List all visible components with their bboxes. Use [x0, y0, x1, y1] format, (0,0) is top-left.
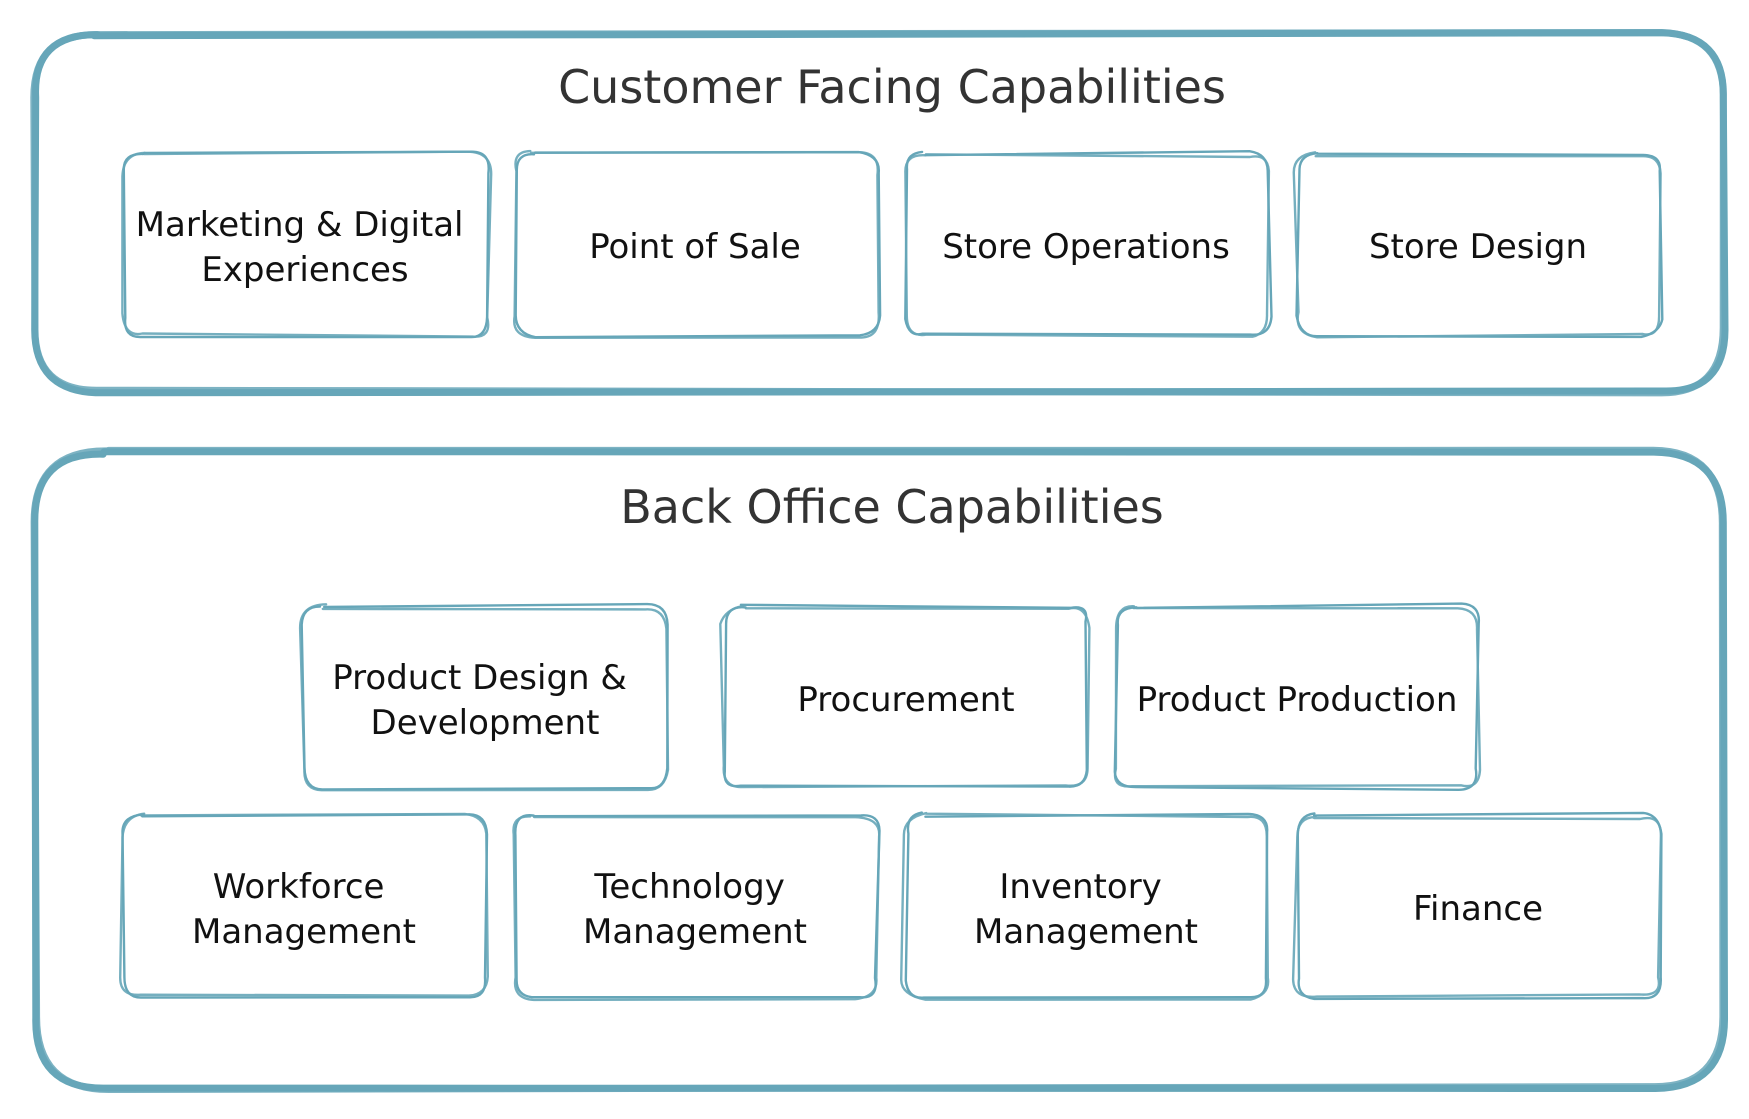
box-label: Workforce Management: [192, 867, 416, 952]
capability-box-inventory-management[interactable]: Inventory Management: [900, 811, 1270, 1001]
box-label-line: Experiences: [201, 250, 408, 290]
box-label-line: Inventory: [999, 867, 1161, 907]
box-label-line: Procurement: [797, 680, 1014, 720]
box-label-line: Technology: [593, 867, 784, 907]
group-back-office-title: Back Office Capabilities: [620, 480, 1164, 534]
box-outline-pass2: [512, 815, 881, 1002]
box-outline-pass2: [900, 811, 1270, 1001]
box-label-line: Product Design &: [332, 658, 627, 698]
box-label: Finance: [1413, 889, 1543, 929]
box-label: Product Production: [1137, 680, 1458, 720]
box-label: Marketing & Digital Experiences: [136, 205, 475, 290]
box-label: Store Operations: [942, 227, 1230, 267]
box-outline-pass2: [1292, 151, 1662, 339]
box-outline-pass2: [1113, 605, 1482, 788]
box-outline-pass2: [1291, 815, 1663, 999]
box-label-line: Management: [583, 912, 807, 952]
box-outline: [904, 811, 1269, 999]
group-customer-facing: Customer Facing Capabilities Marketing &…: [30, 29, 1729, 397]
group-customer-facing-title: Customer Facing Capabilities: [558, 60, 1226, 114]
box-outline-pass2: [298, 603, 670, 792]
capability-box-point-of-sale[interactable]: Point of Sale: [512, 149, 882, 339]
box-label-line: Management: [192, 912, 416, 952]
box-label: Point of Sale: [589, 227, 801, 267]
box-label: Inventory Management: [974, 867, 1198, 952]
capability-box-procurement[interactable]: Procurement: [719, 603, 1091, 789]
box-label: Store Design: [1369, 227, 1587, 267]
box-label-line: Store Design: [1369, 227, 1587, 267]
group-back-office-outline-pass2: [30, 446, 1727, 1093]
box-label-line: Development: [371, 703, 600, 743]
group-customer-facing-outline-pass2: [30, 29, 1727, 397]
box-outline-pass2: [121, 150, 493, 338]
box-outline-pass2: [719, 604, 1091, 789]
box-label-line: Product Production: [1137, 680, 1458, 720]
box-label: Technology Management: [583, 867, 807, 952]
box-label: Product Design & Development: [332, 658, 637, 743]
capability-box-store-operations[interactable]: Store Operations: [904, 150, 1273, 338]
capability-box-workforce-management[interactable]: Workforce Management: [119, 812, 489, 999]
box-outline-pass2: [904, 153, 1271, 338]
box-outline-pass2: [119, 812, 489, 997]
capability-box-store-design[interactable]: Store Design: [1292, 151, 1664, 339]
box-label-line: Finance: [1413, 889, 1543, 929]
capability-box-product-production[interactable]: Product Production: [1113, 602, 1482, 791]
box-outline-pass2: [512, 149, 880, 339]
capability-box-finance[interactable]: Finance: [1291, 811, 1663, 1001]
box-label-line: Workforce: [213, 867, 385, 907]
box-label: Procurement: [797, 680, 1014, 720]
group-back-office: Back Office Capabilities Product Design …: [30, 446, 1729, 1093]
capability-box-product-design-development[interactable]: Product Design & Development: [298, 602, 670, 792]
box-label-line: Point of Sale: [589, 227, 801, 267]
capability-box-technology-management[interactable]: Technology Management: [512, 814, 881, 1002]
box-label-line: Marketing & Digital: [136, 205, 464, 245]
capability-box-marketing-digital[interactable]: Marketing & Digital Experiences: [121, 150, 493, 339]
box-outline: [121, 813, 489, 999]
box-label-line: Management: [974, 912, 1198, 952]
box-label-line: Store Operations: [942, 227, 1230, 267]
